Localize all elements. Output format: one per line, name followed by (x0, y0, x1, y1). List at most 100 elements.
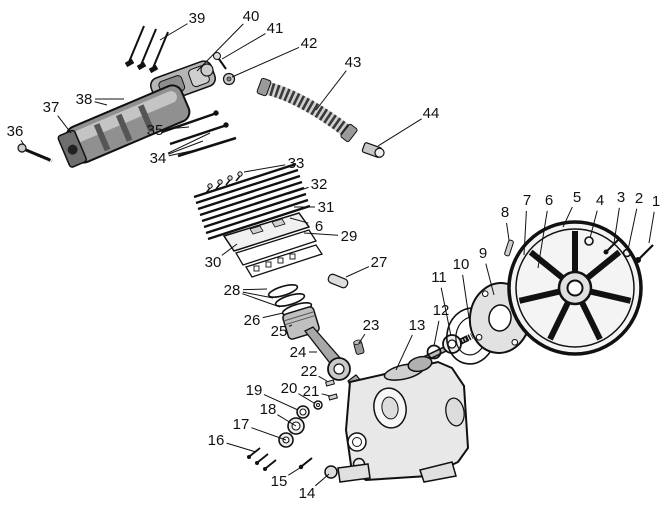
bolt-41 (213, 52, 227, 70)
callout-leader-line (277, 414, 297, 427)
callout-label: 7 (523, 192, 531, 209)
callout-leader-line (226, 442, 257, 453)
callout-label: 16 (208, 432, 225, 449)
callout-leader-line (168, 140, 204, 155)
callout-leader-line (395, 334, 413, 371)
callout-leader-line (589, 210, 598, 239)
callout-leader-line (221, 243, 238, 256)
callout-leader-line (627, 208, 638, 251)
braided-hose (256, 77, 358, 143)
callout-leader-line (562, 206, 573, 228)
callout-leader-line (537, 210, 548, 269)
callout-label: 6 (545, 192, 553, 209)
plug-42 (222, 72, 236, 86)
bushing-23 (353, 339, 365, 355)
callout-label: 33 (288, 155, 305, 172)
callout-label: 9 (479, 245, 487, 262)
callout-leader-line (159, 23, 188, 41)
small-pins-washers (296, 379, 338, 419)
callout-label: 37 (43, 99, 60, 116)
lower-hardware (247, 417, 338, 479)
callout-label: 29 (341, 228, 358, 245)
callout-leader-line (165, 126, 190, 130)
callout-label: 30 (205, 254, 222, 271)
callout-label: 38 (76, 91, 93, 108)
callout-label: 10 (453, 256, 470, 273)
callout-label: 6 (315, 218, 323, 235)
callout-leader-line (288, 465, 304, 476)
callout-label: 17 (233, 416, 250, 433)
flywheel (507, 220, 643, 356)
callout-leader-line (298, 393, 315, 404)
callout-leader-line (318, 375, 328, 382)
callout-label: 2 (635, 190, 643, 207)
callout-leader-line (315, 70, 347, 111)
callout-label: 19 (246, 382, 263, 399)
callout-label: 42 (301, 35, 318, 52)
callout-label: 12 (433, 302, 450, 319)
callout-leader-line (196, 23, 244, 72)
valve-plate (222, 212, 311, 252)
callout-leader-line (251, 427, 287, 441)
callout-label: 39 (189, 10, 206, 27)
callout-label: 15 (271, 473, 288, 490)
callout-leader-line (57, 115, 72, 134)
callout-leader-line (242, 288, 268, 291)
hose-fitting (361, 142, 385, 158)
head-cover (57, 84, 191, 168)
callout-leader-line (648, 211, 655, 244)
callout-label: 36 (7, 123, 24, 140)
filter-knob (200, 63, 214, 77)
flywheel-fasteners (584, 236, 654, 263)
callout-label: 27 (371, 254, 388, 271)
cylinder-fins (193, 162, 311, 241)
callout-label: 20 (281, 380, 298, 397)
callout-label: 23 (363, 317, 380, 334)
callout-leader-line (263, 394, 299, 411)
callout-leader-line (289, 217, 309, 224)
callout-label: 28 (224, 282, 241, 299)
callout-label: 11 (431, 269, 447, 286)
callout-leader-line (613, 207, 620, 244)
crankcase (337, 360, 470, 483)
callout-leader-line (321, 393, 331, 397)
callout-label: 4 (596, 192, 604, 209)
callout-leader-line (287, 186, 309, 195)
callout-leader-line (168, 149, 197, 157)
callout-label: 21 (303, 383, 320, 400)
callout-label: 14 (299, 485, 316, 502)
head-gaskets (235, 229, 324, 278)
callout-leader-line (288, 324, 293, 327)
callout-label: 5 (573, 189, 581, 206)
wrist-pin (327, 273, 349, 289)
callout-label: 18 (260, 401, 277, 418)
callout-leader-line (345, 266, 370, 278)
callout-leader-line (242, 293, 281, 308)
bolt-36 (17, 143, 53, 163)
callout-label: 13 (409, 317, 426, 334)
callout-leader-line (167, 132, 211, 154)
callout-label: 3 (617, 189, 625, 206)
callout-label: 44 (423, 105, 440, 122)
callout-leader-line (242, 291, 274, 299)
callout-leader-line (262, 312, 284, 319)
head-mounting-bolts (124, 25, 169, 74)
valve-screws (205, 171, 243, 194)
callout-label: 41 (267, 20, 284, 37)
callout-leader-line (506, 222, 510, 241)
callout-leader-line (221, 33, 266, 60)
callout-leader-line (377, 118, 422, 147)
callout-leader-line (94, 101, 108, 106)
callout-leader-line (303, 232, 339, 236)
callout-leader-line (462, 274, 470, 319)
callout-label: 40 (243, 8, 260, 25)
callout-leader-line (440, 287, 452, 337)
callout-leader-line (314, 473, 330, 487)
callout-label: 31 (318, 199, 335, 216)
callout-leader-line (243, 164, 286, 173)
callout-label: 24 (290, 344, 307, 361)
callout-leader-line (358, 333, 366, 344)
callout-leader-line (433, 320, 440, 347)
